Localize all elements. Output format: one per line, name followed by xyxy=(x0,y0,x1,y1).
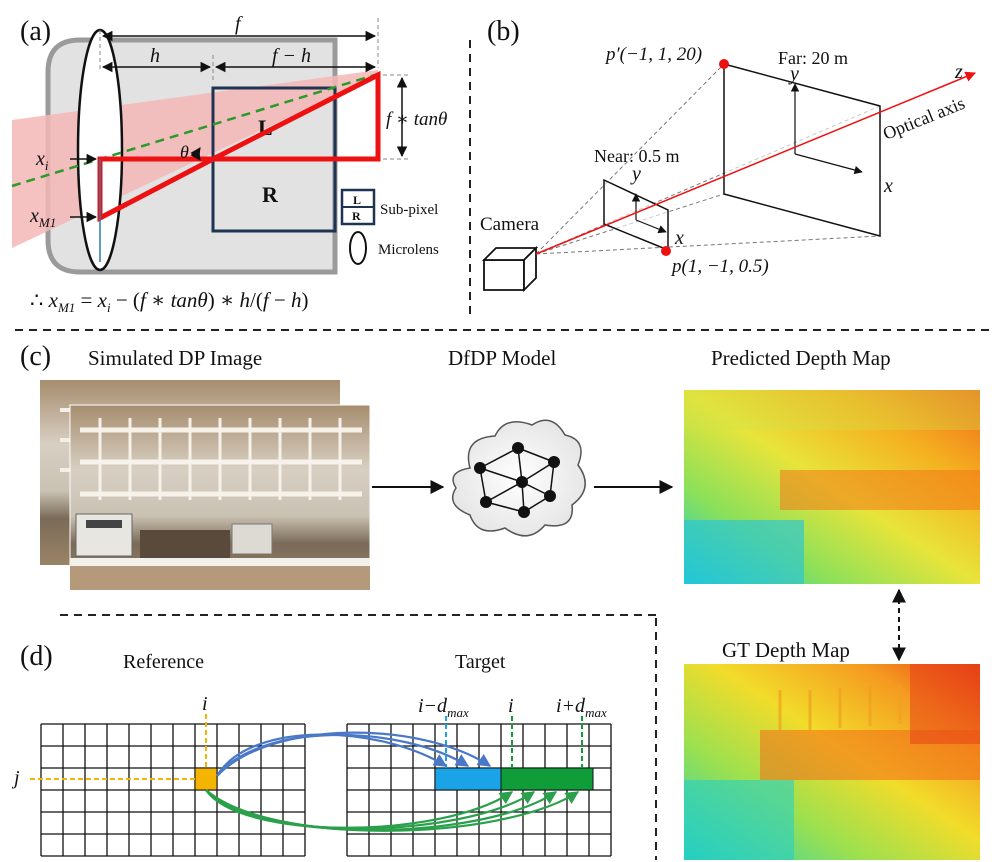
far-plane xyxy=(723,63,881,237)
far-y-label: y xyxy=(788,63,799,85)
reference-grid xyxy=(40,723,306,857)
panel-d-tag: (d) xyxy=(20,641,53,672)
h-label: h xyxy=(150,45,160,67)
panel-b-tag: (b) xyxy=(487,16,520,47)
reference-title: Reference xyxy=(123,651,204,673)
legend-subpixel-label: Sub-pixel xyxy=(380,202,438,218)
predicted-depth-map xyxy=(684,390,980,584)
point-p-prime xyxy=(719,59,729,69)
blue-match-arrows xyxy=(216,731,492,777)
optical-axis xyxy=(535,71,976,255)
equation: ∴ xM1 = xi − (f ∗ tanθ) ∗ h/(f − h) xyxy=(30,288,309,315)
legend-L: L xyxy=(353,193,361,207)
theta-label: θ xyxy=(180,142,189,162)
gt-depth-map xyxy=(684,664,980,860)
ref-i-label: i xyxy=(202,693,208,715)
point-p xyxy=(661,246,671,256)
x-i-label: xi xyxy=(35,148,49,173)
near-x-label: x xyxy=(674,227,684,249)
tgt-i-minus-label: i−dmax xyxy=(418,695,469,720)
sim-title: Simulated DP Image xyxy=(88,346,262,370)
tgt-i-label: i xyxy=(508,695,514,717)
f-label: f xyxy=(235,13,243,35)
legend-microlens-label: Microlens xyxy=(378,242,439,258)
dfdp-network-icon xyxy=(452,419,586,537)
chief-ray xyxy=(11,72,379,188)
z-label: z xyxy=(954,61,963,83)
green-match-arrows xyxy=(205,789,580,832)
point-p-label: p(1, −1, 0.5) xyxy=(670,256,769,277)
near-label: Near: 0.5 m xyxy=(594,146,679,166)
panel-d: (d) Reference Target i j i−dmax i i+dmax xyxy=(11,641,612,857)
panel-b: (b) Camera y x Near: 0.5 m y x Far: 20 m xyxy=(480,16,976,293)
target-disparity-right xyxy=(500,767,594,791)
panel-c-tag: (c) xyxy=(20,341,51,372)
far-x-label: x xyxy=(883,175,893,197)
legend-R: R xyxy=(352,209,361,223)
far-label: Far: 20 m xyxy=(778,48,848,68)
legend-microlens-icon xyxy=(349,231,367,265)
near-y-label: y xyxy=(630,163,641,185)
near-x-axis xyxy=(635,219,667,234)
target-disparity-left xyxy=(434,767,502,791)
f-tan-label: f ∗ tanθ xyxy=(386,109,447,130)
far-x-axis xyxy=(794,153,863,175)
panel-a: (a) L R θ f h f − h xyxy=(11,13,447,315)
x-m1-label: xM1 xyxy=(29,205,56,230)
target-title: Target xyxy=(455,651,506,673)
theta-arc xyxy=(190,147,201,161)
gt-title: GT Depth Map xyxy=(722,638,850,662)
camera-icon xyxy=(481,245,539,293)
red-triangle-right xyxy=(211,70,381,162)
tgt-i-plus-label: i+dmax xyxy=(556,695,607,720)
panel-a-tag: (a) xyxy=(20,16,51,47)
reference-pixel xyxy=(194,767,218,791)
pixel-label-R: R xyxy=(262,182,279,207)
pred-title: Predicted Depth Map xyxy=(711,346,891,370)
model-title: DfDP Model xyxy=(448,346,556,370)
ref-j-label: j xyxy=(11,767,20,789)
camera-label: Camera xyxy=(480,214,540,235)
f-minus-h-label: f − h xyxy=(272,45,311,67)
dp-image-front xyxy=(69,404,371,591)
panel-c: (c) Simulated DP Image DfDP Model Predic… xyxy=(20,341,980,860)
optical-axis-label: Optical axis xyxy=(880,93,968,144)
point-p-prime-label: p′(−1, 1, 20) xyxy=(604,44,702,65)
